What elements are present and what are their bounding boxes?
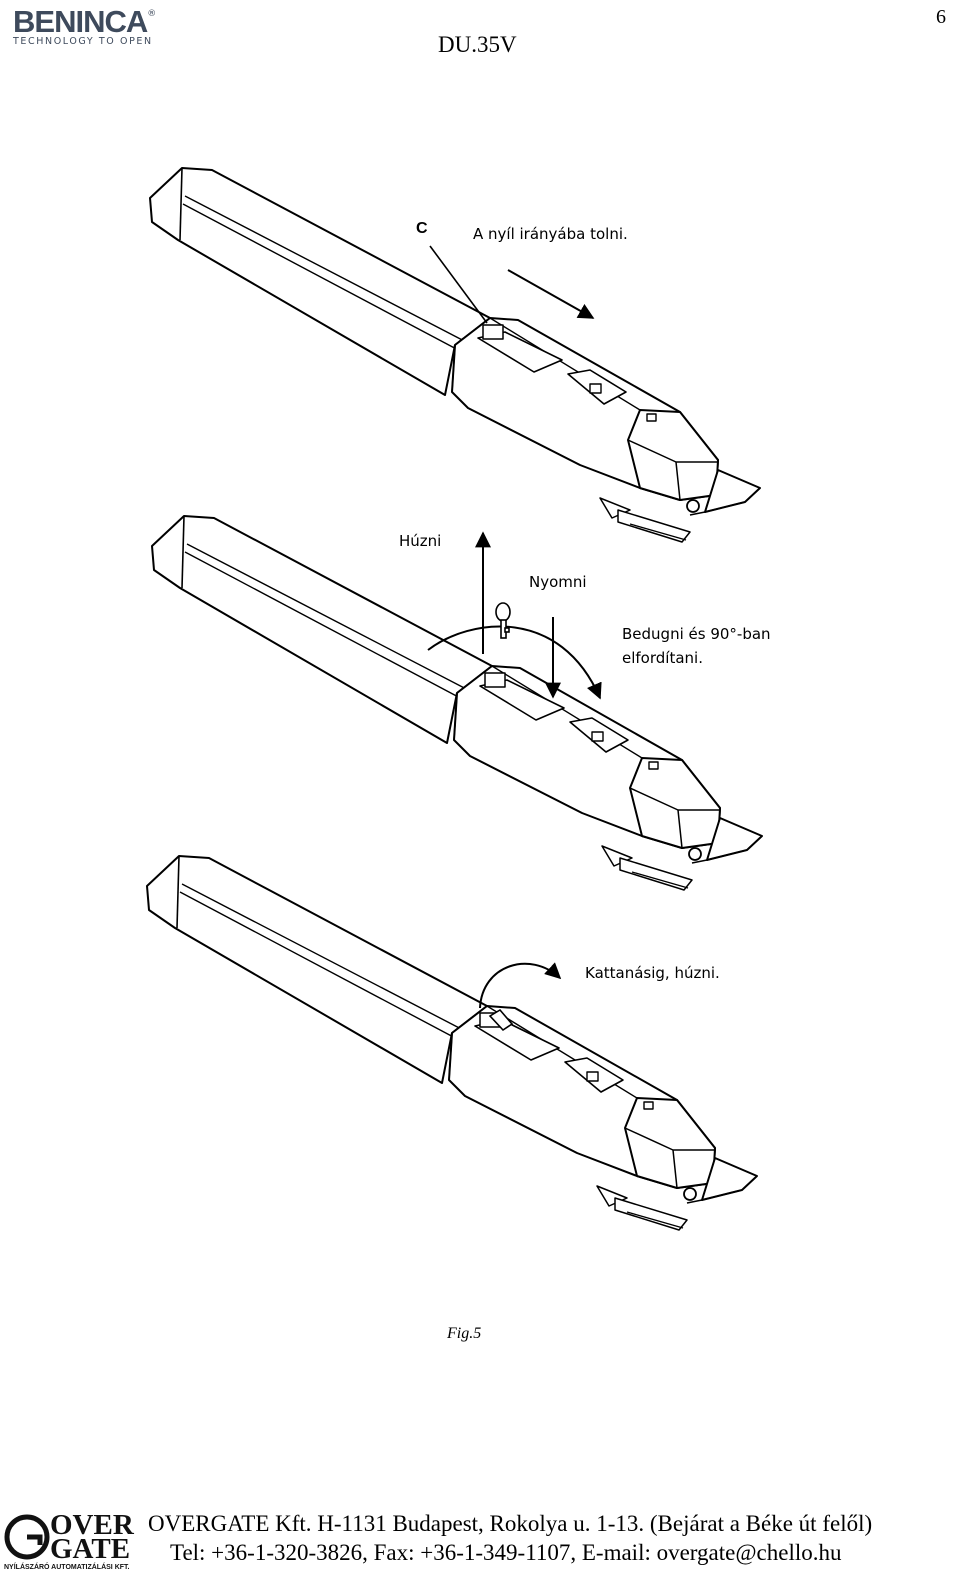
push-direction-arrow: [507, 269, 595, 319]
overgate-logo: OVER GATE NYÍLÁSZÁRÓ AUTOMATIZÁLÁSI KFT.: [4, 1509, 136, 1584]
overgate-logo-sub: NYÍLÁSZÁRÓ AUTOMATIZÁLÁSI KFT.: [4, 1564, 130, 1571]
operator-drawing-3: [146, 855, 758, 1231]
overgate-logo-line1: OVER: [50, 1509, 134, 1541]
document-title: DU.35V: [438, 32, 517, 57]
figure-caption: Fig.5: [447, 1325, 482, 1342]
brand-tagline: TECHNOLOGY TO OPEN: [13, 36, 153, 47]
operator-drawing-1: [149, 167, 761, 543]
label-press: Nyomni: [529, 573, 587, 591]
operator-drawing-2: [151, 515, 763, 891]
label-insert-line1: Bedugni és 90°-ban: [622, 625, 771, 643]
rotate-arrow: [427, 625, 602, 700]
callout-line: [429, 245, 488, 324]
lever-icon: [488, 1008, 514, 1032]
page-number: 6: [936, 6, 946, 28]
overgate-logo-line2: GATE: [50, 1533, 131, 1565]
registered-mark: ®: [147, 9, 157, 19]
brand-name: BENINCA: [13, 4, 148, 39]
overgate-g-icon: [4, 1514, 50, 1560]
key-icon: [495, 602, 511, 639]
footer-address: OVERGATE Kft. H-1131 Budapest, Rokolya u…: [148, 1511, 873, 1536]
label-push-arrow: A nyíl irányába tolni.: [473, 225, 628, 243]
brand-logo: BENINCA® TECHNOLOGY TO OPEN: [13, 6, 173, 50]
callout-c: C: [416, 220, 428, 237]
label-insert-line2: elfordítani.: [622, 649, 703, 667]
footer-contact: Tel: +36-1-320-3826, Fax: +36-1-349-1107…: [170, 1540, 842, 1565]
label-pull: Húzni: [399, 532, 442, 550]
label-click: Kattanásig, húzni.: [585, 964, 720, 982]
release-arrow: [479, 962, 562, 1009]
